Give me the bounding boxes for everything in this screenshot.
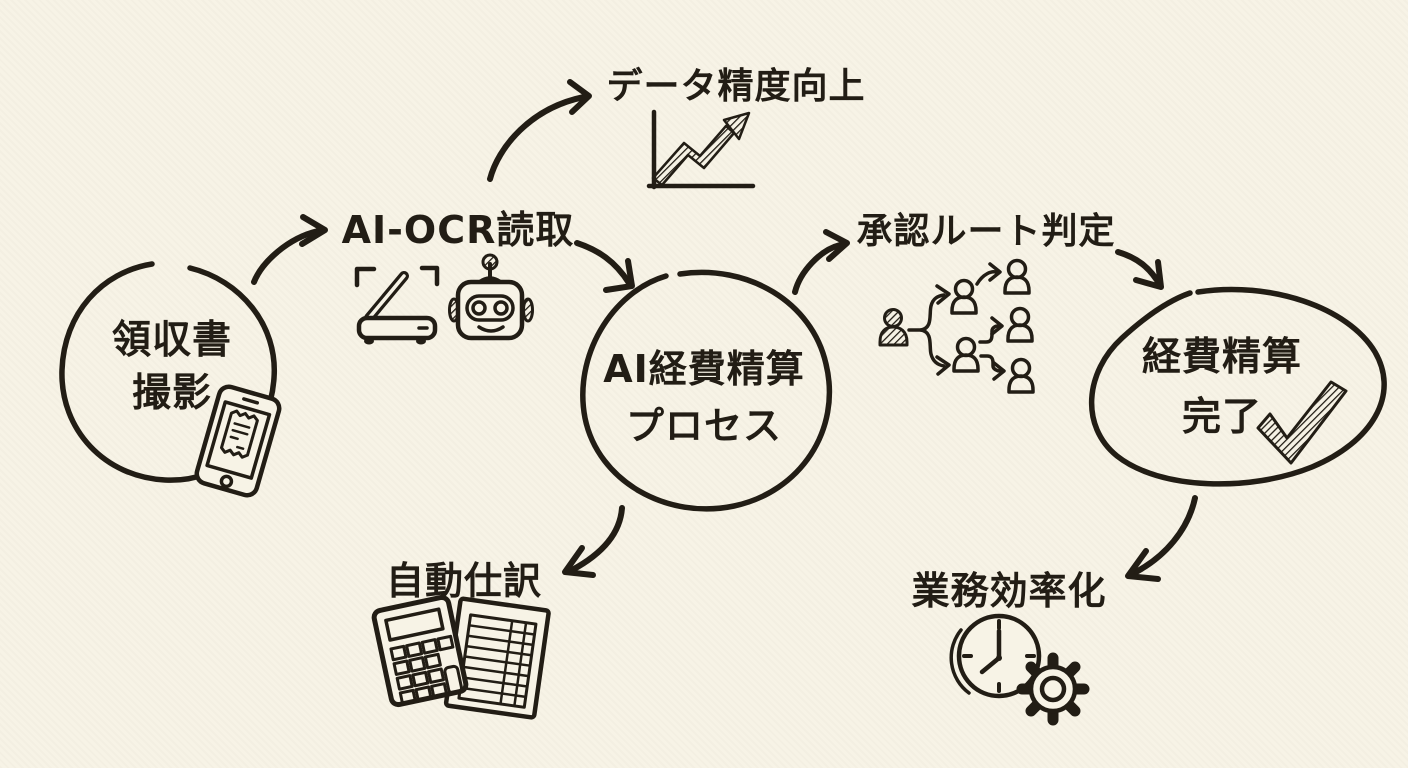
receipt-label-line2: 撮影 — [131, 371, 212, 416]
arrow-approval-to-complete — [1115, 249, 1164, 290]
calculator-icon — [371, 594, 469, 708]
approval-node-label: 承認ルート判定 — [856, 211, 1116, 252]
ocr-node-label: AI-OCR読取 — [341, 208, 575, 252]
complete-label-line2: 完了 — [1181, 395, 1262, 440]
approval-route-icon — [878, 258, 1035, 394]
scanner-icon — [354, 265, 440, 345]
process-label-line2: プロセス — [625, 404, 782, 448]
receipt-node-circle — [59, 261, 277, 483]
robot-icon — [448, 253, 534, 341]
arrow-ocr-to-data-accuracy — [487, 79, 592, 182]
rising-chart-icon — [646, 109, 756, 190]
arrow-process-to-journal — [562, 505, 625, 578]
process-node-label: AI経費精算 プロセス — [582, 341, 826, 455]
smartphone-receipt-icon — [194, 384, 282, 498]
gear-icon — [1016, 652, 1090, 726]
data-accuracy-node-label: データ精度向上 — [606, 66, 866, 107]
checkmark-icon — [1256, 380, 1348, 465]
arrow-process-to-approval — [792, 229, 850, 295]
arrow-ocr-to-process — [574, 240, 635, 293]
complete-node-ellipse — [1088, 286, 1387, 487]
complete-label-line1: 経費精算 — [1141, 335, 1302, 380]
clock-icon — [949, 613, 1042, 699]
receipt-label-line1: 領収書 — [111, 318, 232, 363]
process-label-line1: AI経費精算 — [603, 347, 805, 391]
process-node-circle — [580, 269, 833, 512]
efficiency-node-label: 業務効率化 — [911, 569, 1107, 613]
journal-node-label: 自動仕訳 — [385, 559, 542, 603]
complete-node-label: 経費精算 完了 — [1130, 328, 1314, 448]
receipt-node-label: 領収書 撮影 — [60, 314, 284, 420]
arrow-complete-to-efficiency — [1125, 495, 1198, 582]
arrow-receipt-to-ocr — [251, 214, 328, 285]
